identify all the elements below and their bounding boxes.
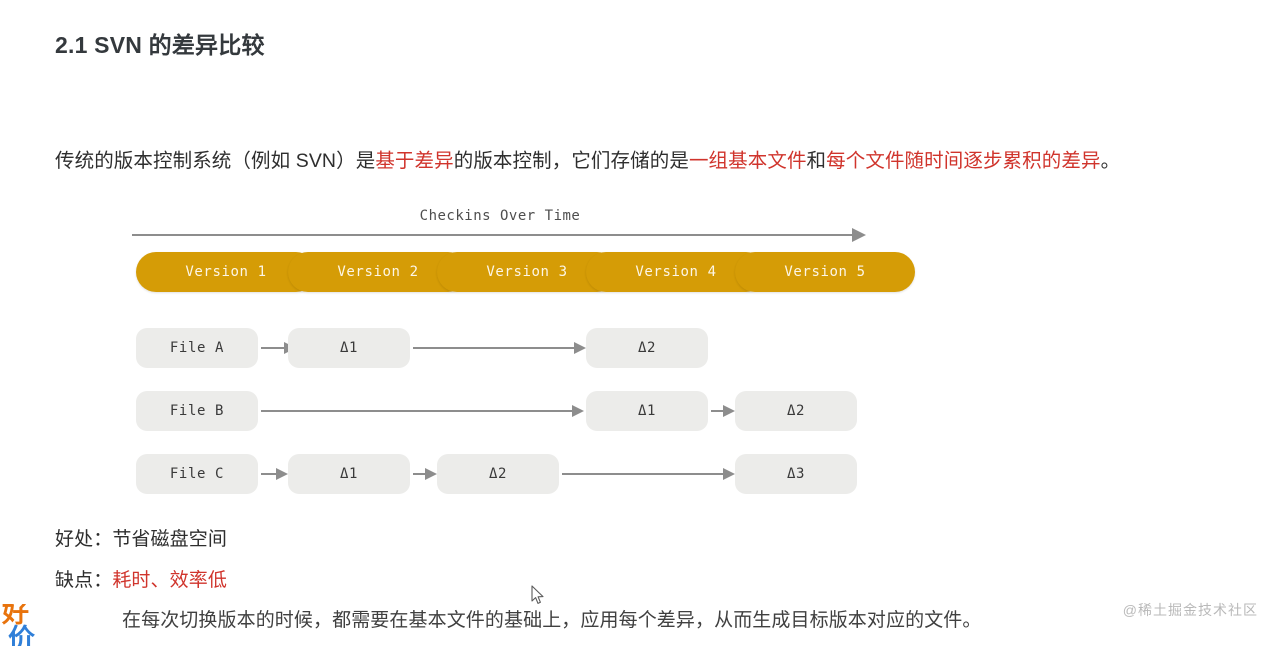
version-pill-row: Version 1 Version 2 Version 3 Version 4 … (130, 252, 915, 292)
node-c-delta-2: Δ2 (437, 454, 559, 494)
mouse-cursor-icon (531, 585, 544, 604)
note-line: 在每次切换版本的时候，都需要在基本文件的基础上，应用每个差异，从而生成目标版本对… (122, 610, 982, 631)
diagram-title-checkins-over-time: Checkins Over Time (419, 208, 581, 224)
timeline-axis-line (132, 234, 854, 236)
connector-c-3 (562, 469, 735, 479)
node-file-a: File A (136, 328, 258, 368)
node-file-c: File C (136, 454, 258, 494)
logo-glyph-bottom: 价 (8, 624, 35, 646)
cons-line: 缺点：耗时、效率低 (55, 565, 227, 592)
pros-value: 节省磁盘空间 (112, 529, 227, 550)
intro-segment-3: 的版本控制，它们存储的是 (453, 149, 689, 172)
node-b-delta-1: Δ1 (586, 391, 708, 431)
version-pill-5: Version 5 (735, 252, 915, 292)
intro-highlight-accumulated-diffs: 每个文件随时间逐步累积的差异 (826, 149, 1101, 172)
connector-a-1 (261, 343, 296, 353)
logo-watermark: 好 价 (0, 604, 46, 646)
svn-delta-diagram: Checkins Over Time Version 1 Version 2 V… (130, 208, 915, 498)
connector-c-1 (261, 469, 288, 479)
pros-line: 好处：节省磁盘空间 (55, 524, 227, 551)
intro-segment-5: 和 (806, 149, 827, 172)
connector-b-2 (711, 406, 735, 416)
connector-a-2 (413, 343, 586, 353)
node-file-b: File B (136, 391, 258, 431)
logo-glyph-top: 好 (2, 604, 29, 628)
node-a-delta-2: Δ2 (586, 328, 708, 368)
pros-label: 好处： (55, 529, 113, 550)
node-b-delta-2: Δ2 (735, 391, 857, 431)
intro-segment-7: 。 (1100, 149, 1121, 172)
intro-segment-1: 传统的版本控制系统（例如 SVN）是 (55, 149, 376, 172)
file-row-a: File A Δ1 Δ2 (130, 328, 870, 368)
intro-highlight-base-files: 一组基本文件 (688, 149, 807, 172)
file-row-b: File B Δ1 Δ2 (130, 391, 870, 431)
version-pill-2: Version 2 (288, 252, 468, 292)
version-pill-1: Version 1 (136, 252, 316, 292)
node-a-delta-1: Δ1 (288, 328, 410, 368)
watermark-juejin: @稀土掘金技术社区 (1122, 602, 1258, 618)
timeline-arrow-icon (852, 228, 866, 242)
file-row-c: File C Δ1 Δ2 Δ3 (130, 454, 870, 494)
connector-b-1 (261, 406, 584, 416)
cons-value: 耗时、效率低 (112, 570, 227, 591)
node-c-delta-1: Δ1 (288, 454, 410, 494)
intro-paragraph: 传统的版本控制系统（例如 SVN）是基于差异的版本控制，它们存储的是一组基本文件… (55, 138, 1160, 184)
cons-label: 缺点： (55, 570, 113, 591)
page-title: 2.1 SVN 的差异比较 (55, 32, 265, 58)
intro-highlight-diff-based: 基于差异 (375, 149, 454, 172)
connector-c-2 (413, 469, 437, 479)
node-c-delta-3: Δ3 (735, 454, 857, 494)
